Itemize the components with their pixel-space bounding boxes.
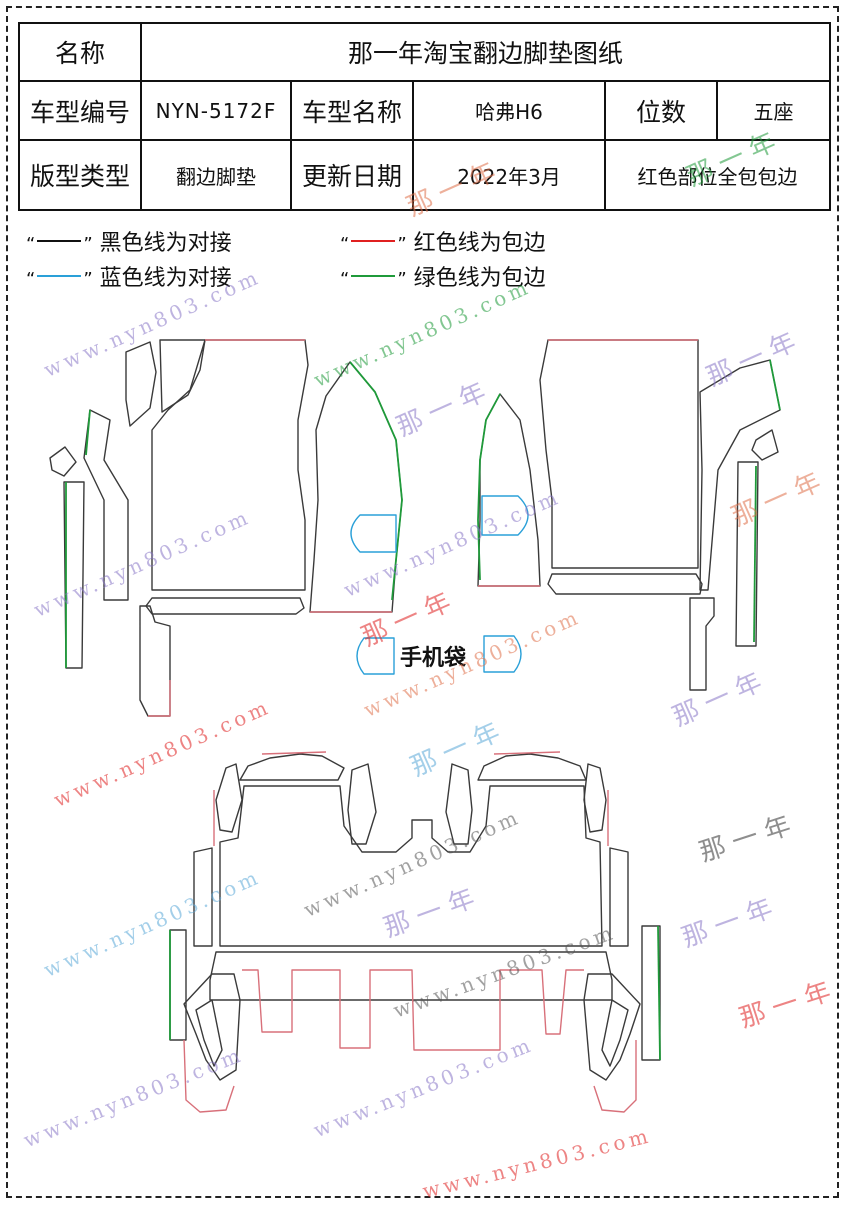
pattern-piece — [477, 393, 541, 587]
pattern-piece — [125, 341, 157, 427]
pattern-piece — [477, 753, 587, 781]
dashed-border-frame — [6, 6, 839, 1198]
update-date-label: 更新日期 — [290, 139, 414, 211]
legend-blue: “” 蓝色线为对接 — [26, 266, 232, 291]
pattern-piece — [139, 605, 171, 717]
legend-red: “” 红色线为包边 — [340, 231, 546, 256]
right-small-pieces — [699, 359, 781, 647]
pattern-type-value: 翻边脚垫 — [140, 139, 292, 211]
pattern-piece — [159, 339, 206, 413]
legend-swatch-green — [351, 275, 396, 277]
pattern-piece — [309, 361, 403, 613]
pattern-piece — [735, 461, 759, 647]
rear-mat — [169, 751, 661, 1113]
pattern-piece — [347, 763, 377, 845]
passenger-side-piece — [477, 393, 541, 587]
pattern-piece — [601, 999, 629, 1067]
driver-side-piece — [309, 361, 403, 613]
legend-swatch-black — [37, 240, 82, 242]
pouch-piece — [356, 637, 395, 675]
pattern-piece — [145, 597, 305, 615]
legend-text-red: 红色线为包边 — [413, 231, 546, 256]
name-label: 名称 — [18, 22, 142, 82]
legend-text-green: 绿色线为包边 — [413, 266, 546, 291]
pattern-piece — [689, 597, 715, 691]
pattern-piece — [63, 481, 85, 669]
edge-note: 红色部位全包包边 — [603, 139, 832, 211]
legend-text-blue: 蓝色线为对接 — [99, 266, 232, 291]
phone-pouch-label: 手机袋 — [400, 646, 467, 671]
pattern-piece — [242, 969, 584, 1051]
pattern-piece — [49, 446, 77, 477]
pattern-type-label: 版型类型 — [18, 139, 142, 211]
pattern-piece — [751, 429, 779, 461]
pattern-piece — [83, 409, 129, 601]
legend-green: “” 绿色线为包边 — [340, 266, 546, 291]
phone-pouches — [350, 495, 529, 675]
pattern-piece — [193, 847, 213, 947]
pattern-piece — [539, 339, 699, 569]
pattern-piece — [583, 973, 641, 1081]
pouch-piece — [481, 495, 529, 536]
legend-text-black: 黑色线为对接 — [99, 231, 232, 256]
model-name-label: 车型名称 — [290, 80, 414, 141]
model-no-value: NYN-5172F — [140, 80, 292, 141]
passenger-mat — [539, 339, 715, 691]
model-no-label: 车型编号 — [18, 80, 142, 141]
pattern-piece — [609, 847, 629, 947]
pattern-piece — [215, 763, 243, 833]
pattern-piece — [641, 925, 661, 1061]
driver-mat — [139, 339, 309, 717]
pattern-piece — [169, 929, 187, 1041]
pattern-piece — [195, 999, 223, 1067]
model-name-value: 哈弗H6 — [412, 80, 606, 141]
pouch-piece — [483, 635, 522, 673]
pattern-piece — [151, 339, 309, 591]
pattern-piece — [219, 785, 603, 947]
legend-swatch-blue — [37, 275, 82, 277]
drawing-title: 那一年淘宝翻边脚垫图纸 — [139, 22, 832, 82]
spec-table: 名称 那一年淘宝翻边脚垫图纸 车型编号 NYN-5172F 车型名称 哈弗H6 … — [18, 22, 832, 211]
update-date-value: 2022年3月 — [412, 139, 606, 211]
left-small-pieces — [49, 339, 206, 669]
legend-swatch-red — [351, 240, 396, 242]
pattern-piece — [239, 753, 345, 781]
pattern-piece — [699, 359, 781, 591]
pattern-piece — [547, 573, 703, 595]
seats-label: 位数 — [604, 80, 718, 141]
pouch-piece — [350, 514, 397, 553]
pattern-piece — [183, 973, 241, 1081]
pattern-piece — [209, 951, 613, 1001]
left-green-edges — [65, 409, 91, 668]
pattern-piece — [583, 763, 607, 833]
pattern-piece — [445, 763, 473, 845]
legend-black: “” 黑色线为对接 — [26, 231, 232, 256]
seats-value: 五座 — [715, 80, 832, 141]
